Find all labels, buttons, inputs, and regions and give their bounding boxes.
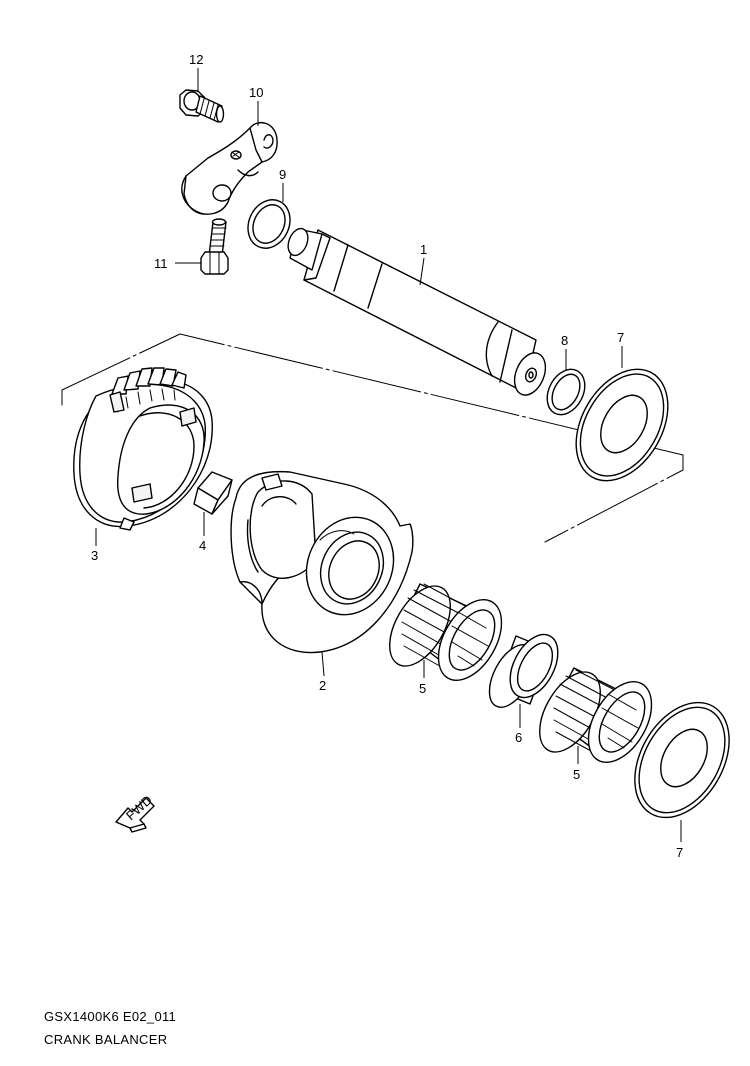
- fwd-arrow-icon: FWD: [115, 792, 155, 833]
- leader-lines: [95, 68, 682, 842]
- part-7-washer-upper: [575, 368, 669, 482]
- callout-2: 2: [319, 678, 326, 693]
- callout-9: 9: [279, 167, 286, 182]
- callout-3: 3: [91, 548, 98, 563]
- part-9-o-ring: [247, 199, 291, 249]
- callout-10: 10: [249, 85, 263, 100]
- callout-12: 12: [189, 52, 203, 67]
- part-2-weight: [230, 470, 414, 654]
- callout-1: 1: [420, 242, 427, 257]
- part-8-o-ring: [546, 368, 586, 416]
- callout-11: 11: [154, 256, 168, 271]
- callout-5-upper: 5: [419, 681, 426, 696]
- model-code: GSX1400K6 E02_011: [44, 1009, 177, 1024]
- part-4-damper: [193, 471, 233, 515]
- part-3-gear: [73, 367, 213, 531]
- part-5-bearing-upper: [389, 583, 503, 681]
- callout-4: 4: [199, 538, 206, 553]
- assembly-frame: [61, 333, 684, 543]
- callout-numbers: 12 10 9 11 1 8 7 3 4 2 5 6 5 7: [91, 52, 683, 860]
- part-1-shaft: [287, 227, 547, 396]
- part-7-washer-lower: [634, 701, 730, 819]
- part-6-spacer: [488, 633, 559, 708]
- callout-5-lower: 5: [573, 767, 580, 782]
- callout-8: 8: [561, 333, 568, 348]
- callout-7-upper: 7: [617, 330, 624, 345]
- callout-6: 6: [515, 730, 522, 745]
- diagram-title: CRANK BALANCER: [44, 1032, 168, 1047]
- part-12-bolt: [179, 89, 225, 123]
- part-11-bolt: [200, 218, 229, 275]
- part-10-arm: [181, 121, 278, 215]
- part-5-bearing-lower: [539, 667, 653, 763]
- callout-7-lower: 7: [676, 845, 683, 860]
